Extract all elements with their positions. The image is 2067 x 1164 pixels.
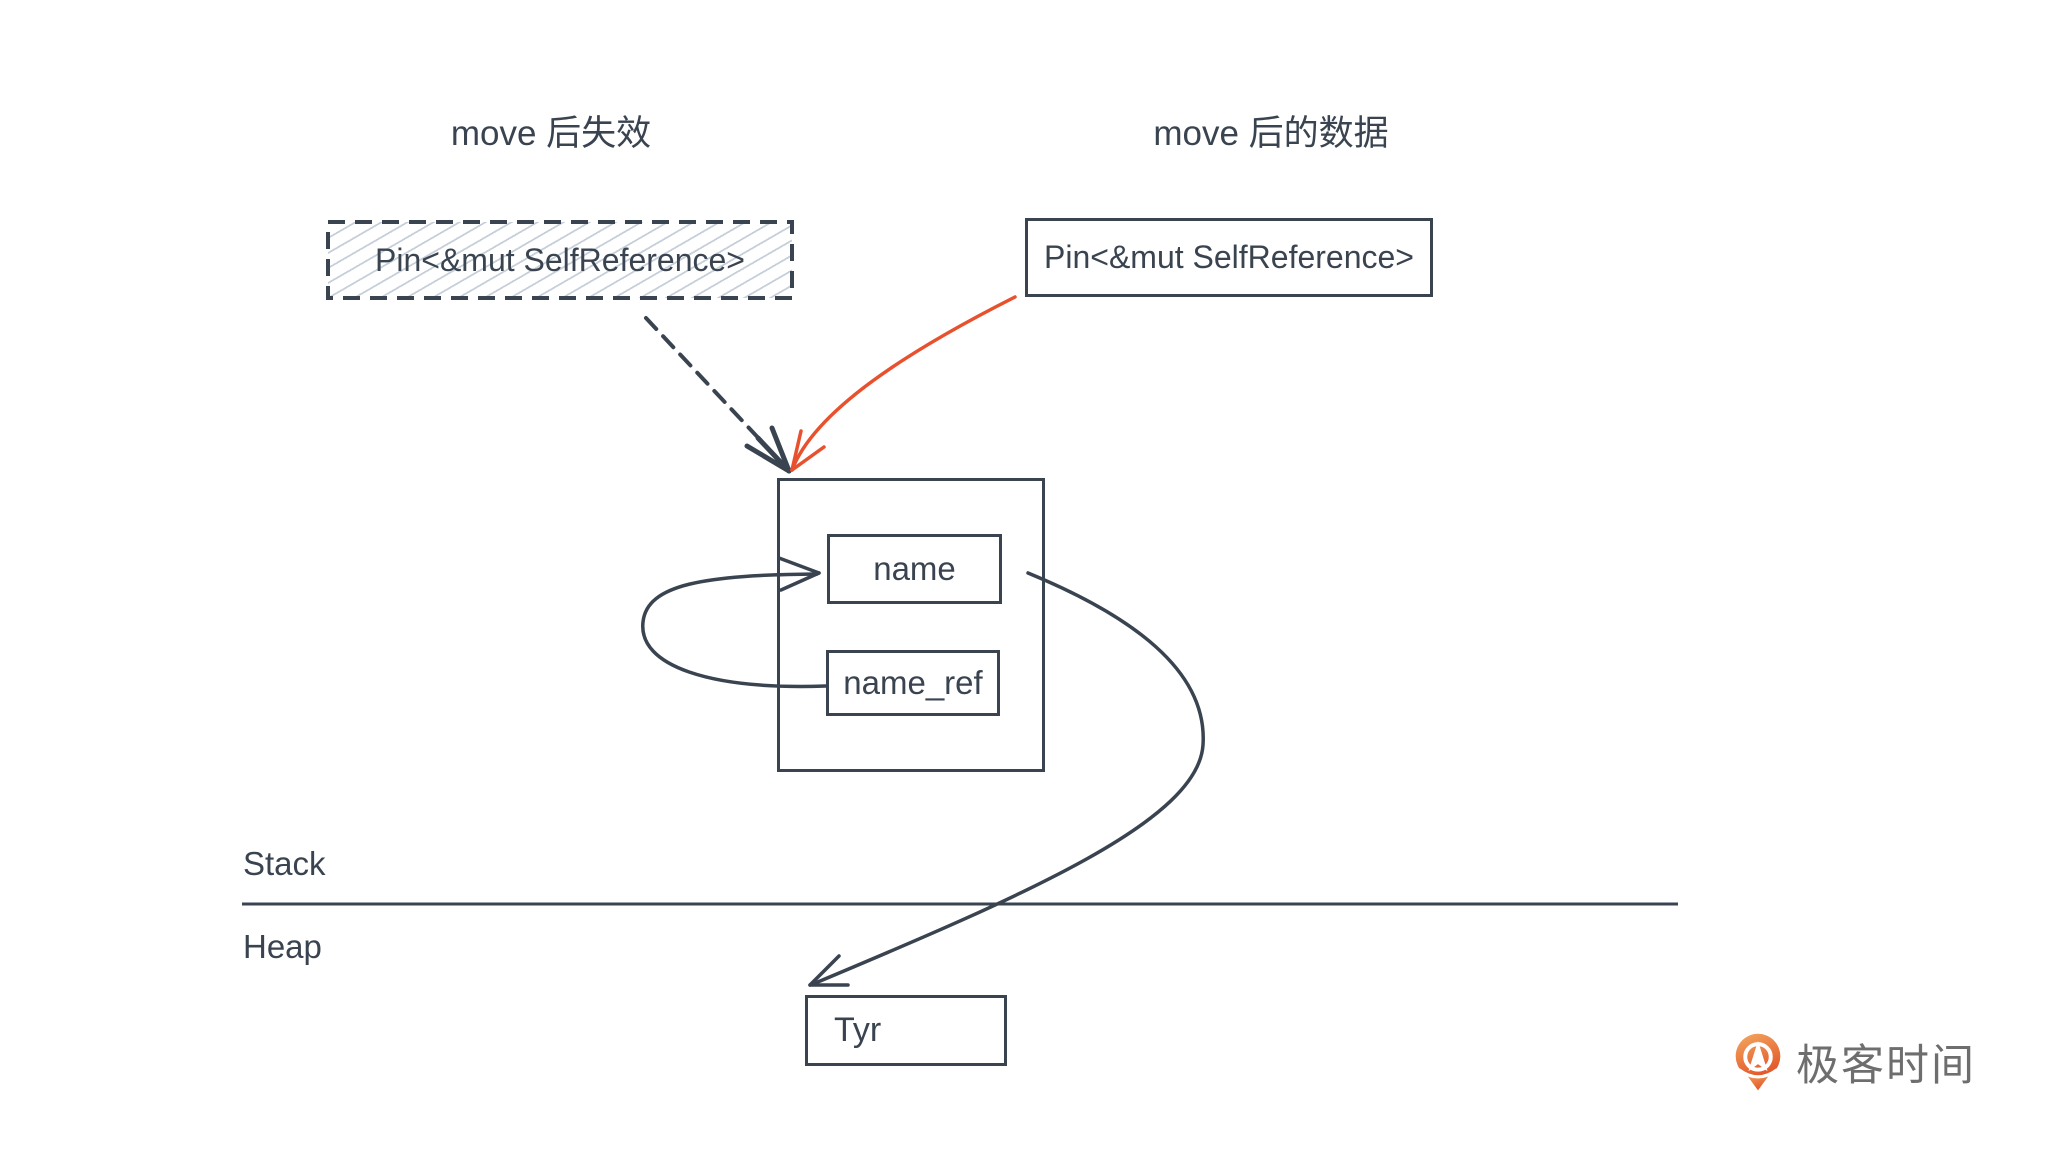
field-name-ref-box: name_ref (826, 650, 1000, 716)
stack-label: Stack (243, 845, 326, 882)
pin-box-invalid-label: Pin<&mut SelfReference> (375, 241, 745, 278)
heap-value-box: Tyr (805, 995, 1007, 1066)
geektime-logo: 极客时间 (1734, 1031, 1976, 1093)
title-data-after-move: move 后的数据 (1153, 114, 1389, 153)
geektime-logo-text: 极客时间 (1796, 1042, 1976, 1090)
pin-box-invalid: Pin<&mut SelfReference> (328, 222, 792, 298)
field-name-label: name (873, 550, 956, 587)
pin-box-moved-label: Pin<&mut SelfReference> (1044, 239, 1414, 275)
heap-value-label: Tyr (834, 1011, 882, 1049)
geektime-logo-icon (1735, 1033, 1781, 1090)
title-invalid-after-move: move 后失效 (450, 114, 652, 153)
pin-box-moved: Pin<&mut SelfReference> (1025, 218, 1433, 297)
field-name-ref-label: name_ref (843, 664, 983, 701)
self-reference-struct-box (777, 478, 1045, 772)
field-name-box: name (827, 534, 1002, 604)
heap-label: Heap (243, 928, 322, 965)
dashed-move-arrow (644, 316, 792, 474)
moved-data-arrow (790, 295, 1017, 472)
